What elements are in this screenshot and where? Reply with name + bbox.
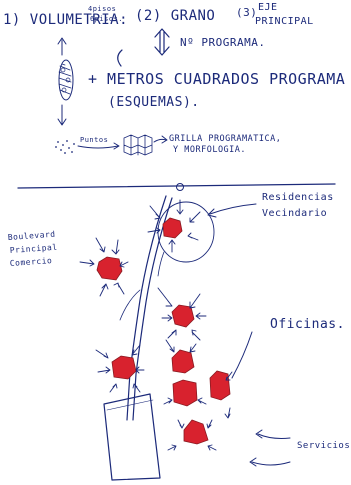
- dots-icon: [55, 140, 75, 154]
- volumetria-label: 1) VOLUMETRIA:: [3, 12, 128, 28]
- boulevard-label-line2: Principal: [10, 243, 58, 255]
- boulevard-label-line3: Comercio: [10, 256, 53, 268]
- hatched-mass-icon: [58, 59, 74, 101]
- up-arrow-icon: [57, 37, 67, 56]
- flow-arrows: [79, 199, 233, 451]
- oficinas-label: Oficinas.: [270, 317, 345, 332]
- servicios-arrows: [249, 429, 291, 467]
- boulevard-label-line1: Boulevard: [8, 230, 56, 242]
- esquemas-label: (ESQUEMAS).: [108, 95, 200, 110]
- program-block-oficinas: [209, 370, 231, 401]
- divider-node: [176, 183, 184, 191]
- program-block-mid-a: [171, 349, 195, 374]
- program-block-residencias: [162, 217, 183, 239]
- puntos-label: Puntos: [80, 136, 108, 144]
- numero-programa-label: Nº PROGRAMA.: [180, 36, 265, 49]
- residencias-pointer: [209, 203, 257, 215]
- grilla-arrow: [153, 138, 167, 143]
- program-block-left: [111, 355, 137, 380]
- boulevard-axis: [126, 195, 173, 421]
- paren-mark: [117, 49, 123, 67]
- grano-label: (2) GRANO: [135, 8, 215, 24]
- puntos-arrow: [77, 145, 119, 149]
- program-block-mid-b: [172, 379, 198, 407]
- eje-label: EJE: [258, 2, 278, 13]
- principal-label: PRINCIPAL: [255, 16, 314, 27]
- residencias-pointer-head: [207, 208, 217, 218]
- morfologia-label: Y MORFOLOGIA.: [173, 145, 246, 155]
- metros-cuadrados-label: + METROS CUADRADOS PROGRAMA: [88, 70, 345, 88]
- program-block-center: [171, 304, 195, 328]
- double-arrow-icon: [154, 28, 170, 56]
- eje-number: (3): [236, 6, 257, 19]
- program-block-boulevard: [96, 256, 123, 281]
- building-block: [103, 393, 161, 481]
- context-line-a: [119, 289, 141, 321]
- servicios-label: Servicios: [297, 441, 350, 451]
- grilla-label: GRILLA PROGRAMATICA,: [169, 134, 281, 144]
- volumetria-note-4pisos: 4pisos: [88, 5, 116, 13]
- puntos-arrow-head: [113, 142, 120, 150]
- program-blocks: [96, 217, 231, 445]
- grid-cluster-icon: [123, 134, 153, 156]
- context-line-b: [157, 251, 165, 277]
- oficinas-pointer: [231, 331, 253, 379]
- boulevard-label: Boulevard Principal Comercio: [8, 230, 58, 268]
- vecindario-label: Vecindario: [262, 208, 327, 219]
- down-arrow-icon: [57, 104, 67, 126]
- volumetria-note-6pisos: 6pisos.: [90, 15, 123, 23]
- program-block-servicios: [183, 419, 209, 445]
- grilla-arrow-head: [161, 135, 168, 144]
- residencias-label: Residencias: [262, 192, 334, 203]
